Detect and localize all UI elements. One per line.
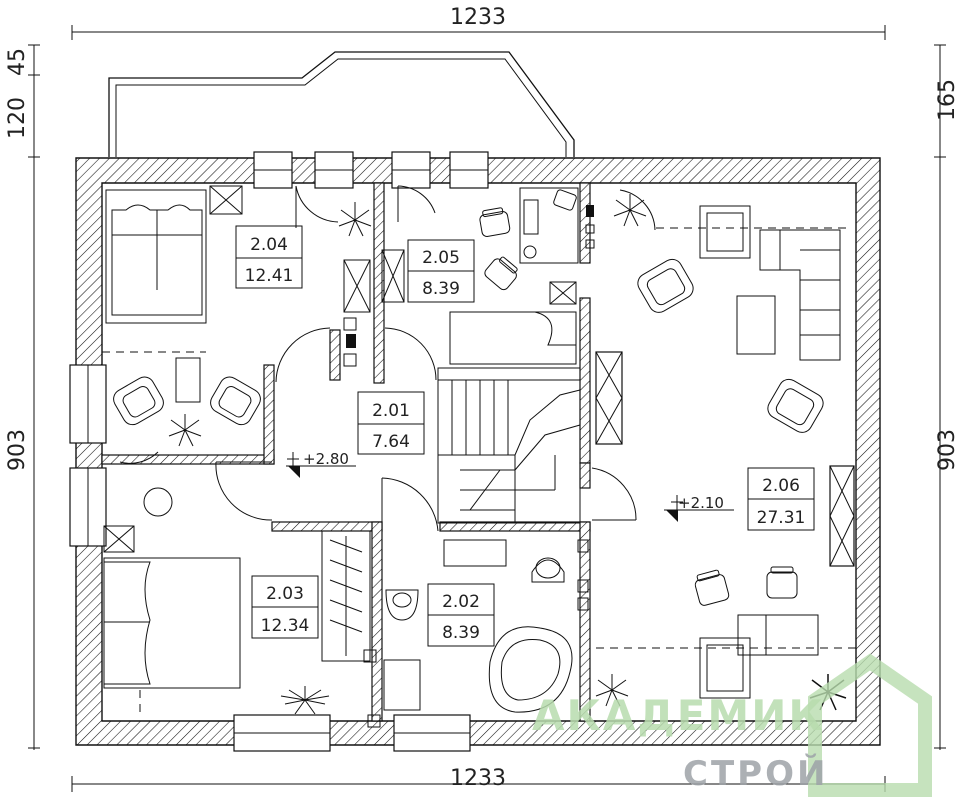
level-marks (286, 452, 734, 522)
room-2-03-area: 12.34 (261, 616, 310, 636)
staircase (437, 367, 581, 524)
interior-walls (101, 182, 591, 722)
room-2-06-area: 27.31 (757, 508, 806, 528)
room-2-01-area: 7.64 (372, 432, 410, 452)
room-2-03-number: 2.03 (266, 584, 304, 604)
dimension-left: 903 (5, 429, 30, 471)
dimension-bottom: 1233 (450, 766, 506, 791)
balcony-outline (108, 51, 575, 157)
room-2-02-area: 8.39 (442, 623, 480, 643)
room-2-02-furniture (367, 539, 589, 728)
room-2-04-area: 12.41 (245, 266, 294, 286)
watermark-line2: СТРОЙ (683, 753, 828, 794)
room-2-05-number: 2.05 (422, 248, 460, 268)
room-2-04-furniture (102, 185, 372, 447)
room-2-05-area: 8.39 (422, 279, 460, 299)
room-2-04-number: 2.04 (250, 235, 288, 255)
dimension-left-top-b: 45 (5, 48, 30, 76)
room-2-06-number: 2.06 (762, 476, 800, 496)
room-2-02-number: 2.02 (442, 592, 480, 612)
windows (69, 151, 489, 752)
room-labels: 2.04 12.41 2.05 8.39 2.01 7.64 2.03 12.3… (235, 225, 815, 647)
doors (119, 185, 656, 532)
room-2-01-number: 2.01 (372, 401, 410, 421)
dimension-right: 903 (935, 429, 955, 471)
room-2-06-furniture (595, 194, 856, 711)
dimension-left-top-a: 120 (5, 97, 30, 139)
watermark-logo: АКАДЕМИК СТРОЙ (532, 653, 932, 797)
watermark-line1: АКАДЕМИК (532, 691, 825, 740)
room-2-03-furniture (103, 487, 377, 715)
dimension-lines (28, 25, 946, 792)
room-2-05-furniture (381, 187, 595, 365)
level-mark-right: +2.10 (678, 494, 724, 512)
outer-walls (75, 157, 881, 746)
dimension-right-top: 165 (935, 79, 955, 121)
level-mark-left: +2.80 (303, 450, 349, 468)
dimension-top: 1233 (450, 5, 506, 30)
